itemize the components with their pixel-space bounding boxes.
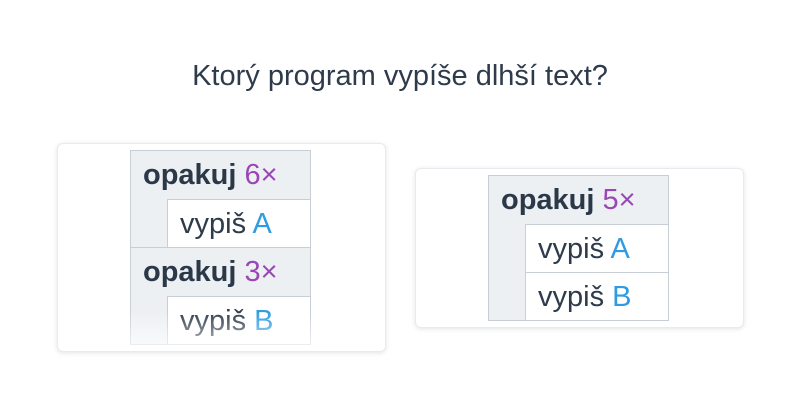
answer-option-1[interactable]: opakuj 6× vypiš A opakuj 3× vypiš [57,143,386,352]
repeat-keyword: opakuj [501,184,595,216]
program-block: opakuj 6× vypiš A opakuj 3× vypiš [130,150,311,345]
print-argument: B [254,305,274,337]
question-text: Ktorý program vypíše dlhší text? [192,60,608,92]
print-statement: vypiš A [525,224,668,272]
repeat-body: vypiš B [131,296,310,344]
repeat-block: opakuj 3× vypiš B [130,248,311,345]
print-argument: A [610,233,630,265]
print-keyword: vypiš [180,208,247,240]
print-statement: vypiš A [167,199,310,247]
repeat-count: 3× [244,256,278,288]
print-keyword: vypiš [538,233,605,265]
print-statement: vypiš B [525,272,668,320]
repeat-count: 5× [602,184,636,216]
repeat-header: opakuj 6× [131,151,310,199]
repeat-keyword: opakuj [143,159,237,191]
repeat-block: opakuj 6× vypiš A [130,150,311,248]
repeat-header: opakuj 5× [489,176,668,224]
repeat-header: opakuj 3× [131,248,310,296]
print-argument: B [612,281,632,313]
print-statement: vypiš B [167,296,310,344]
repeat-keyword: opakuj [143,256,237,288]
print-argument: A [252,208,272,240]
program-block: opakuj 5× vypiš A vypiš B [488,175,669,321]
repeat-block: opakuj 5× vypiš A vypiš B [488,175,669,321]
repeat-count: 6× [244,159,278,191]
repeat-body: vypiš A [131,199,310,247]
repeat-body: vypiš A vypiš B [489,224,668,320]
print-keyword: vypiš [180,305,247,337]
print-keyword: vypiš [538,281,605,313]
answer-option-2[interactable]: opakuj 5× vypiš A vypiš B [415,168,744,328]
